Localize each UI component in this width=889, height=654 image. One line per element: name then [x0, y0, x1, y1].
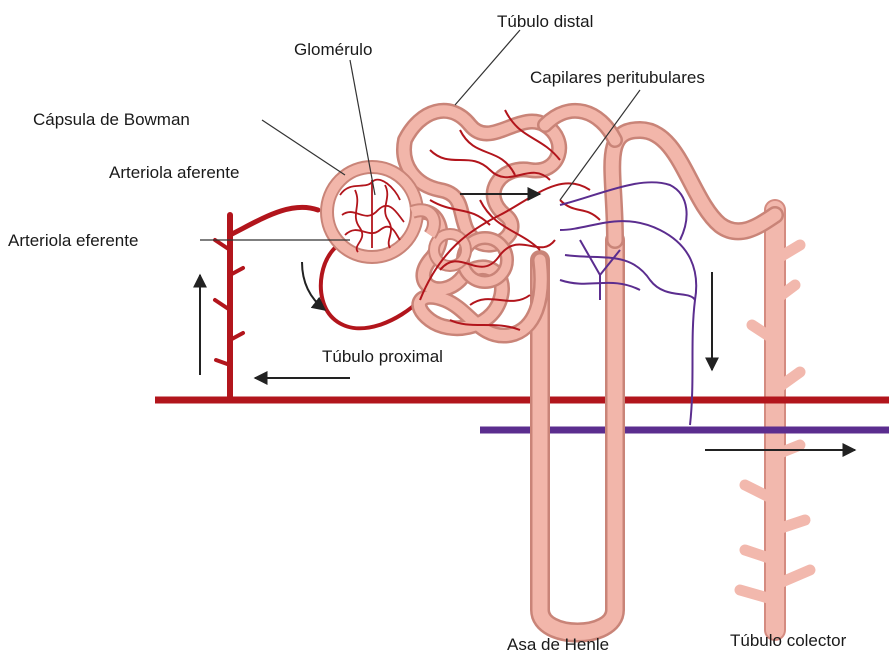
collecting-duct	[740, 210, 810, 630]
label-capilares: Capilares peritubulares	[530, 68, 705, 87]
label-asa-henle: Asa de Henle	[507, 635, 609, 654]
label-glomerulo: Glomérulo	[294, 40, 372, 59]
arteriole-vertical	[215, 207, 318, 400]
label-arteriola-eferente: Arteriola eferente	[8, 231, 138, 250]
distal-tubule	[612, 130, 775, 240]
loop-of-henle	[540, 240, 615, 633]
venous-capillaries	[560, 182, 696, 425]
label-tubulo-distal: Túbulo distal	[497, 12, 593, 31]
label-tubulo-proximal: Túbulo proximal	[322, 347, 443, 366]
label-arteriola-aferente: Arteriola aferente	[109, 163, 239, 182]
label-capsula: Cápsula de Bowman	[33, 110, 190, 129]
label-tubulo-colector: Túbulo colector	[730, 631, 847, 650]
